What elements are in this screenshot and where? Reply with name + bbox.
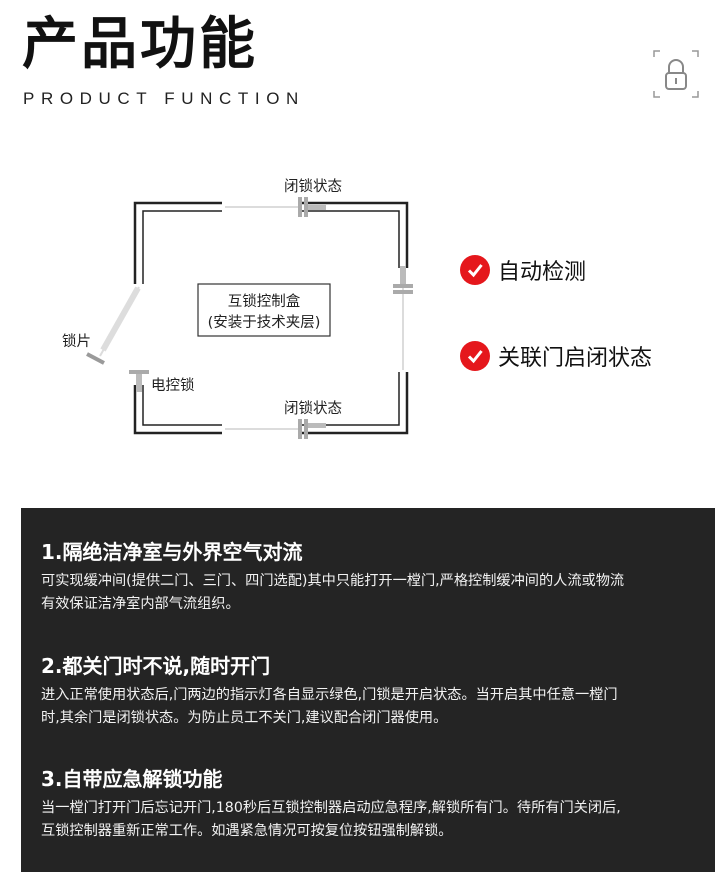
top-electric-lock (298, 197, 326, 217)
section-line: 有效保证洁净室内部气流组织。 (41, 596, 240, 612)
right-electric-lock (393, 266, 413, 294)
controller-label-1: 互锁控制盒 (228, 293, 301, 310)
section-line: 进入正常使用状态后,门两边的指示灯各自显示绿色,门锁是开启状态。当开启其中任意一… (41, 687, 618, 703)
bottom-electric-lock (298, 419, 326, 439)
section-line: 时,其余门是闭锁状态。为防止员工不关门,建议配合闭门器使用。 (41, 710, 448, 726)
section-title: 3.自带应急解锁功能 (41, 767, 223, 791)
interlock-diagram: 互锁控制盒 (安装于技术夹层) 闭锁状态 闭锁状态 锁片 电控锁 (62, 178, 413, 439)
page-title: 产品功能 (22, 12, 258, 77)
page-subtitle: PRODUCT FUNCTION (23, 89, 305, 108)
feature-item: 自动检测 (460, 254, 586, 286)
section-title: 2.都关门时不说,随时开门 (41, 654, 271, 678)
description-panel: 1.隔绝洁净室与外界空气对流 可实现缓冲间(提供二门、三门、四门选配)其中只能打… (21, 508, 715, 872)
check-circle-icon (460, 341, 490, 371)
feature-item: 关联门启闭状态 (460, 340, 652, 372)
feature-label: 自动检测 (498, 260, 587, 285)
section-line: 互锁控制器重新正常工作。如遇紧急情况可按复位按钮强制解锁。 (41, 823, 453, 839)
label-closed-top: 闭锁状态 (284, 178, 342, 195)
label-lock-piece: 锁片 (62, 333, 91, 350)
feature-label: 关联门启闭状态 (498, 346, 653, 371)
label-closed-bottom: 闭锁状态 (284, 400, 342, 417)
label-electric-lock: 电控锁 (151, 377, 195, 394)
controller-label-2: (安装于技术夹层) (208, 314, 321, 331)
room-walls (133, 201, 409, 435)
left-door-panel (100, 286, 141, 352)
controller-box (197, 283, 331, 337)
section-line: 可实现缓冲间(提供二门、三门、四门选配)其中只能打开一樘门,严格控制缓冲间的人流… (41, 573, 625, 589)
check-circle-icon (460, 255, 490, 285)
left-electric-lock (129, 370, 149, 392)
section-line: 当一樘门打开门后忘记开门,180秒后互锁控制器启动应急程序,解锁所有门。待所有门… (41, 800, 621, 816)
lock-icon (653, 50, 699, 98)
lock-piece-mark (86, 352, 105, 365)
section-title: 1.隔绝洁净室与外界空气对流 (41, 540, 303, 564)
